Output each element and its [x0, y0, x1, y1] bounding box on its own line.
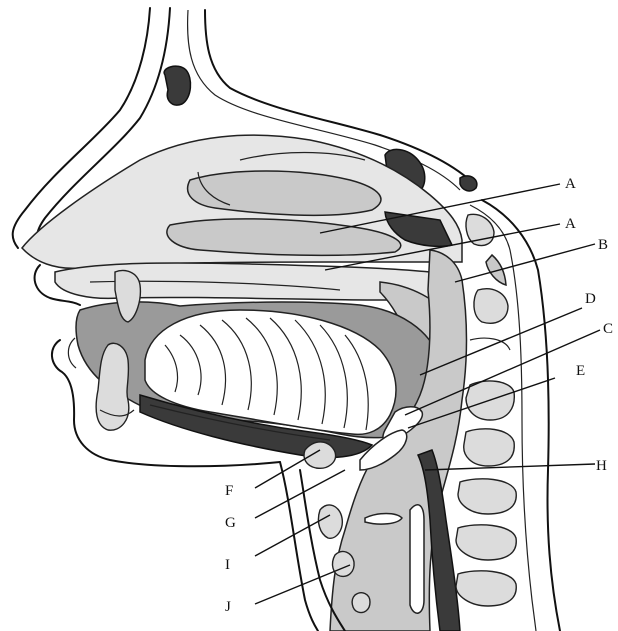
- label-c: C: [603, 321, 613, 337]
- leader-f: [255, 450, 320, 488]
- label-j: J: [225, 599, 231, 615]
- leader-h: [425, 464, 595, 470]
- label-a-upper: A: [565, 176, 576, 192]
- label-b: B: [598, 237, 608, 253]
- label-d: D: [585, 291, 596, 307]
- label-a-lower: A: [565, 216, 576, 232]
- label-i: I: [225, 557, 230, 573]
- label-g: G: [225, 515, 236, 531]
- label-f: F: [225, 483, 233, 499]
- leader-b: [455, 244, 595, 282]
- label-h: H: [596, 458, 607, 474]
- cervical-spine: [456, 200, 560, 631]
- label-e: E: [576, 363, 585, 379]
